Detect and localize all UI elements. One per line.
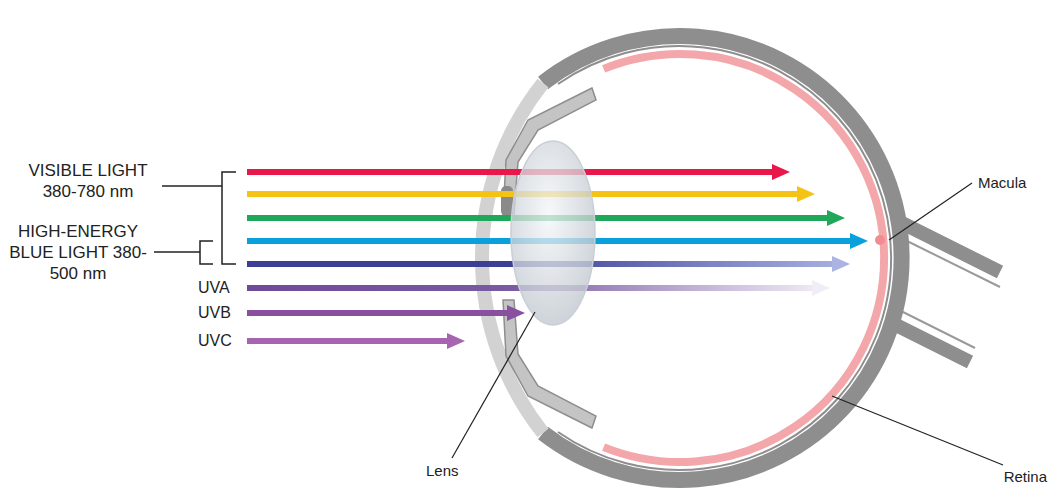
retina-band <box>604 54 885 462</box>
range-label: VISIBLE LIGHT 380-780 nm <box>13 160 163 202</box>
bracket-leader <box>154 251 200 253</box>
arrowhead <box>797 186 815 202</box>
sclera <box>543 36 902 480</box>
arrowhead <box>850 233 868 249</box>
bracket <box>200 241 213 264</box>
arrowhead <box>507 305 525 321</box>
optic-nerve <box>890 322 970 362</box>
arrowhead <box>772 164 790 180</box>
macula-spot <box>875 235 885 245</box>
ray-label: UVA <box>198 277 230 298</box>
leader-line <box>832 396 1003 465</box>
lens <box>511 141 595 325</box>
optic-nerve-line <box>895 308 975 348</box>
light-ray <box>247 169 774 175</box>
uv-ray <box>247 338 449 344</box>
ray-label: UVC <box>198 330 232 351</box>
part-label: Lens <box>426 460 459 481</box>
bracket <box>222 172 236 264</box>
optic-nerve-line <box>905 240 1000 287</box>
uv-ray <box>247 310 509 316</box>
range-label: HIGH-ENERGY BLUE LIGHT 380-500 nm <box>8 221 148 284</box>
arrowhead <box>812 280 830 296</box>
part-label: Macula <box>978 172 1026 193</box>
choroid-line <box>558 46 891 470</box>
leader-line <box>889 183 972 240</box>
part-label: Retina <box>1004 466 1047 487</box>
optic-nerve <box>900 222 1000 272</box>
arrowhead <box>827 210 845 226</box>
ray-label: UVB <box>198 302 231 323</box>
leader-line <box>452 312 535 458</box>
iris-dark <box>501 186 513 216</box>
arrowhead <box>832 256 850 272</box>
arrowhead <box>447 333 465 349</box>
bracket-leader <box>162 185 222 187</box>
